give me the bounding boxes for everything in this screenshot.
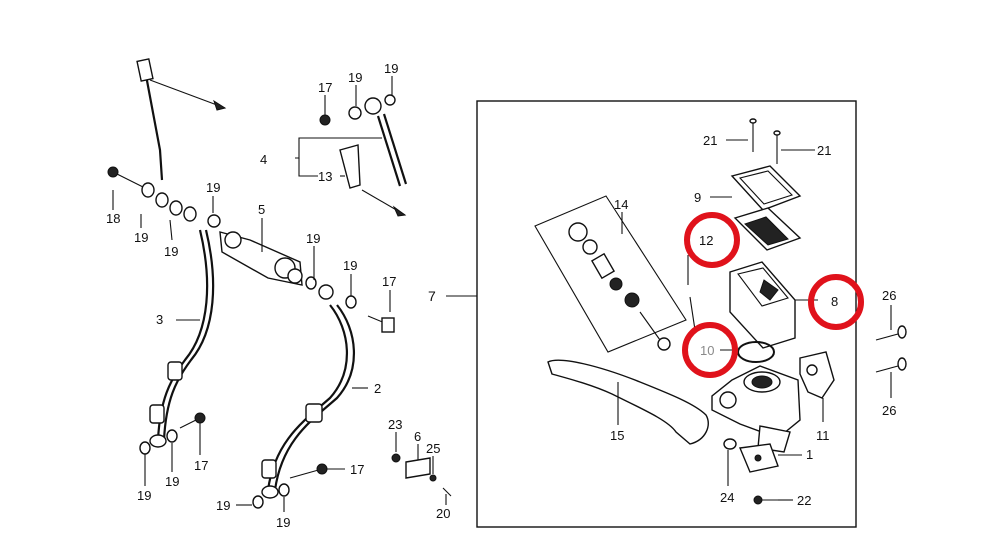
assembly-frame	[476, 100, 857, 528]
callout-19: 19	[276, 515, 290, 530]
clamp-bolts-26	[875, 305, 907, 398]
callout-19: 19	[206, 180, 220, 195]
callout-2: 2	[374, 381, 381, 396]
callout-17: 17	[194, 458, 208, 473]
callout-11: 11	[816, 428, 830, 443]
callout-9: 9	[694, 190, 701, 205]
callout-12: 12	[699, 233, 713, 248]
callout-22: 22	[797, 493, 811, 508]
callout-17: 17	[350, 462, 364, 477]
callout-5: 5	[258, 202, 265, 217]
reservoir-body-8	[729, 261, 818, 349]
callout-19: 19	[348, 70, 362, 85]
callout-7: 7	[428, 288, 436, 304]
callout-19: 19	[137, 488, 151, 503]
callout-21: 21	[817, 143, 831, 158]
callout-21: 21	[703, 133, 717, 148]
callout-19: 19	[164, 244, 178, 259]
callout-labels: 17 19 19 4 13 5 19 18 19 19 19 19 17 3 2…	[106, 61, 896, 530]
leader-lines	[112, 76, 447, 512]
piston-kit-14	[534, 195, 687, 353]
callout-19: 19	[384, 61, 398, 76]
cap-screws-21	[726, 118, 815, 164]
brake-switch-1	[723, 438, 802, 505]
washers-left	[141, 182, 221, 228]
callout-10: 10	[700, 343, 714, 358]
upper-hose	[136, 58, 227, 181]
callout-17: 17	[382, 274, 396, 289]
callout-1: 1	[806, 447, 813, 462]
highlight-circle-12	[684, 212, 740, 268]
callout-17: 17	[318, 80, 332, 95]
reservoir-cap-9	[710, 165, 802, 211]
callout-8: 8	[831, 294, 838, 309]
callout-26: 26	[882, 403, 896, 418]
highlight-circles	[682, 212, 864, 378]
callout-3: 3	[156, 312, 163, 327]
callout-6: 6	[414, 429, 421, 444]
brake-joint-5	[219, 231, 317, 290]
callout-13: 13	[318, 169, 332, 184]
pivot-bolt	[687, 255, 696, 331]
hose-fitting-group-4	[295, 94, 408, 217]
banjo-bolt-18	[107, 166, 146, 189]
brake-lever-15	[547, 359, 709, 445]
callout-4: 4	[260, 152, 267, 167]
diaphragm-12	[733, 207, 802, 251]
banjo-bolt-17-mid	[345, 295, 395, 333]
clamp-11	[799, 351, 835, 422]
callout-18: 18	[106, 211, 120, 226]
highlight-circle-10	[682, 322, 738, 378]
callout-20: 20	[436, 506, 450, 521]
callout-19: 19	[306, 231, 320, 246]
callout-14: 14	[614, 197, 628, 212]
callout-15: 15	[610, 428, 624, 443]
bracket-parts	[391, 453, 452, 497]
callout-19: 19	[343, 258, 357, 273]
callout-25: 25	[426, 441, 440, 456]
callout-19: 19	[134, 230, 148, 245]
callout-19: 19	[216, 498, 230, 513]
callout-19: 19	[165, 474, 179, 489]
brake-hose-2	[252, 284, 356, 509]
highlight-circle-8	[808, 274, 864, 330]
callout-23: 23	[388, 417, 402, 432]
brake-hose-3	[139, 229, 215, 455]
master-cylinder-body	[711, 365, 801, 453]
callout-24: 24	[720, 490, 734, 505]
callout-26: 26	[882, 288, 896, 303]
